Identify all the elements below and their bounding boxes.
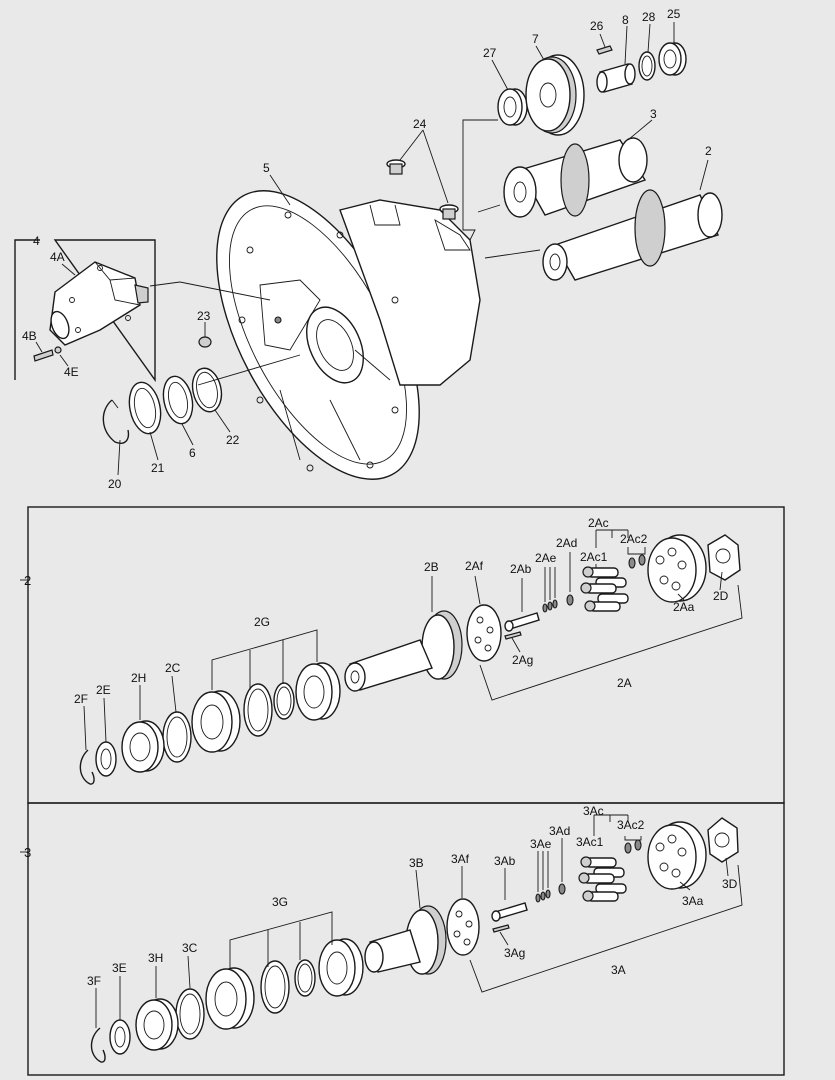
label-2Ag: 2Ag [512, 653, 533, 667]
section-label-2: 2 [24, 573, 31, 588]
section-label-3: 3 [24, 845, 31, 860]
label-22: 22 [226, 433, 240, 447]
label-3F: 3F [87, 974, 101, 988]
section-2 [20, 506, 785, 804]
label-25: 25 [667, 7, 681, 21]
hydraulic-unit-3 [503, 137, 648, 218]
label-4B: 4B [22, 329, 37, 343]
rings-3Ae [535, 883, 566, 903]
label-4A: 4A [50, 250, 65, 264]
end-cover-3D [707, 817, 739, 863]
screw-2Ag [504, 631, 522, 640]
nut-3E [109, 1019, 131, 1055]
screw-3Ag [492, 924, 510, 933]
label-2Ac2: 2Ac2 [620, 532, 648, 546]
label-2Ac1: 2Ac1 [580, 550, 608, 564]
label-3D: 3D [722, 877, 738, 891]
label-3Ac1: 3Ac1 [576, 835, 604, 849]
plug-23 [198, 322, 212, 348]
label-4: 4 [33, 234, 40, 248]
gear-7 [525, 54, 585, 136]
label-2: 2 [705, 144, 712, 158]
label-28: 28 [642, 10, 656, 24]
shaft-2B [344, 610, 463, 692]
plug-24 [386, 129, 459, 220]
label-7: 7 [532, 32, 539, 46]
motor-box-4 [14, 239, 271, 383]
label-2Aa: 2Aa [673, 600, 695, 614]
label-2G: 2G [254, 615, 270, 629]
label-3E: 3E [112, 961, 127, 975]
label-3Aa: 3Aa [682, 894, 704, 908]
pistons-3Ac1 [578, 856, 627, 902]
label-3: 3 [650, 107, 657, 121]
label-3A: 3A [611, 963, 626, 977]
label-4E: 4E [64, 365, 79, 379]
circlip-20 [102, 399, 130, 444]
label-3H: 3H [148, 951, 163, 965]
label-2Ad: 2Ad [556, 536, 577, 550]
shaft-3B [364, 905, 447, 975]
rings-2Ae [542, 594, 574, 613]
section-3 [20, 802, 785, 1076]
label-2C: 2C [165, 661, 181, 675]
label-3Ae: 3Ae [530, 837, 552, 851]
label-8: 8 [622, 13, 629, 27]
label-3B: 3B [409, 856, 424, 870]
label-3Ab: 3Ab [494, 854, 516, 868]
label-5: 5 [263, 161, 270, 175]
label-6: 6 [189, 446, 196, 460]
label-26: 26 [590, 19, 604, 33]
bearing-25 [658, 42, 687, 76]
plate-3Af [446, 898, 480, 956]
label-2D: 2D [713, 589, 729, 603]
label-3Ac2: 3Ac2 [617, 818, 645, 832]
circlip-2F [79, 749, 95, 785]
ring-21 [128, 381, 162, 435]
label-3Ag: 3Ag [504, 946, 525, 960]
label-2Ab: 2Ab [510, 562, 532, 576]
label-2Ae: 2Ae [535, 551, 557, 565]
label-2E: 2E [96, 683, 111, 697]
hydraulic-unit-2 [542, 189, 723, 281]
label-3C: 3C [182, 941, 198, 955]
circlip-3F [90, 1027, 106, 1063]
label-2H: 2H [131, 671, 146, 685]
label-2B: 2B [424, 560, 439, 574]
ring-6 [162, 375, 194, 425]
bearings-3G [205, 938, 364, 1030]
label-2Af: 2Af [465, 559, 484, 573]
cylinder-block-2Aa [647, 534, 707, 603]
top-leaders [35, 22, 709, 476]
labels: 2 3 26 8 28 25 27 7 3 24 5 2 4 4A 4B 4E … [22, 7, 738, 988]
label-23: 23 [197, 309, 211, 323]
nut-2E [95, 741, 117, 777]
bearing-27 [497, 88, 528, 126]
label-21: 21 [151, 461, 165, 475]
label-3Af: 3Af [451, 852, 470, 866]
label-20: 20 [108, 477, 122, 491]
label-27: 27 [483, 46, 497, 60]
shaft-8 [596, 63, 636, 93]
label-2Ac: 2Ac [588, 516, 609, 530]
label-3G: 3G [272, 895, 288, 909]
housing [216, 190, 481, 480]
label-3Ad: 3Ad [549, 824, 570, 838]
cylinder-block-3Aa [647, 821, 707, 890]
label-2F: 2F [74, 692, 88, 706]
label-3Ac: 3Ac [583, 804, 604, 818]
bearings-2G [191, 662, 341, 753]
pistons-2Ac1 [580, 566, 629, 612]
plate-2Af [466, 604, 502, 662]
key-26 [596, 45, 613, 55]
label-24: 24 [413, 117, 427, 131]
end-cover-2D [707, 534, 741, 581]
main-assembly [14, 42, 723, 480]
o-ring-22 [191, 367, 223, 413]
label-2A: 2A [617, 676, 632, 690]
